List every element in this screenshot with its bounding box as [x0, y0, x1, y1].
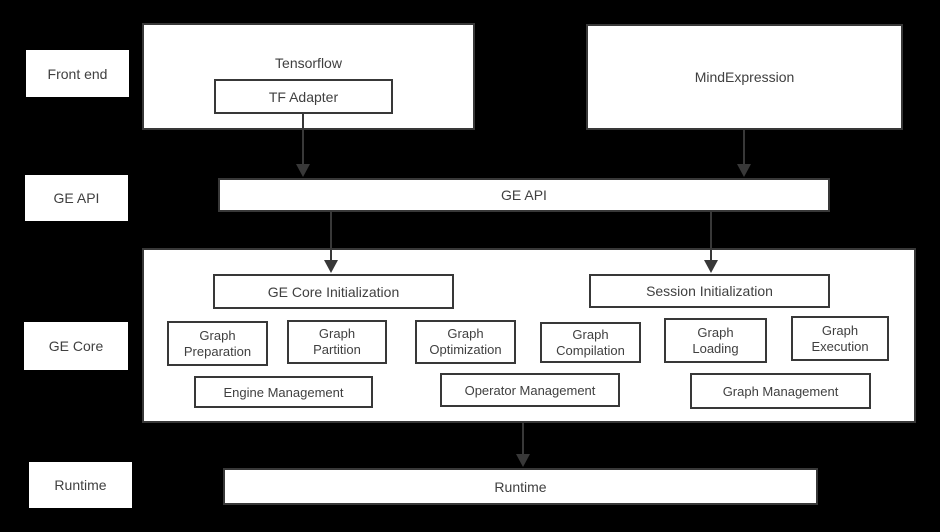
graph-execution-box: Graph Execution [791, 316, 889, 361]
graph-optimization-box: Graph Optimization [415, 320, 516, 364]
arrow-line [330, 212, 332, 263]
arrow-tf-adapter-to-ge-api-icon [295, 114, 311, 177]
ge-core-initialization-box: GE Core Initialization [213, 274, 454, 309]
row-label-front-end: Front end [26, 50, 129, 97]
graph-loading-box: Graph Loading [664, 318, 767, 363]
arrow-ge-api-to-ge-core-init-icon [323, 212, 339, 273]
arrow-line [743, 130, 745, 167]
tensorflow-box: Tensorflow TF Adapter [142, 23, 475, 130]
arrow-line [302, 114, 304, 167]
arrow-ge-core-to-runtime-icon [515, 423, 531, 467]
graph-preparation-box: Graph Preparation [167, 321, 268, 366]
ge-api-bar: GE API [218, 178, 830, 212]
arrow-head-icon [516, 454, 530, 467]
row-label-ge-api: GE API [25, 175, 128, 221]
row-label-ge-core: GE Core [24, 322, 128, 370]
arrow-head-icon [324, 260, 338, 273]
ge-core-box: GE Core Initialization Session Initializ… [142, 248, 916, 423]
arrow-ge-api-to-session-init-icon [703, 212, 719, 273]
graph-management-box: Graph Management [690, 373, 871, 409]
arrow-mindexpression-to-ge-api-icon [736, 130, 752, 177]
engine-management-box: Engine Management [194, 376, 373, 408]
session-initialization-box: Session Initialization [589, 274, 830, 308]
mindexpression-box: MindExpression [586, 24, 903, 130]
operator-management-box: Operator Management [440, 373, 620, 407]
row-label-runtime: Runtime [29, 462, 132, 508]
tf-adapter-box: TF Adapter [214, 79, 393, 114]
graph-partition-box: Graph Partition [287, 320, 387, 364]
arrow-head-icon [704, 260, 718, 273]
tensorflow-label: Tensorflow [275, 55, 342, 71]
runtime-bar: Runtime [223, 468, 818, 505]
arrow-head-icon [296, 164, 310, 177]
arrow-line [522, 423, 524, 457]
arrow-line [710, 212, 712, 263]
graph-compilation-box: Graph Compilation [540, 322, 641, 363]
arrow-head-icon [737, 164, 751, 177]
